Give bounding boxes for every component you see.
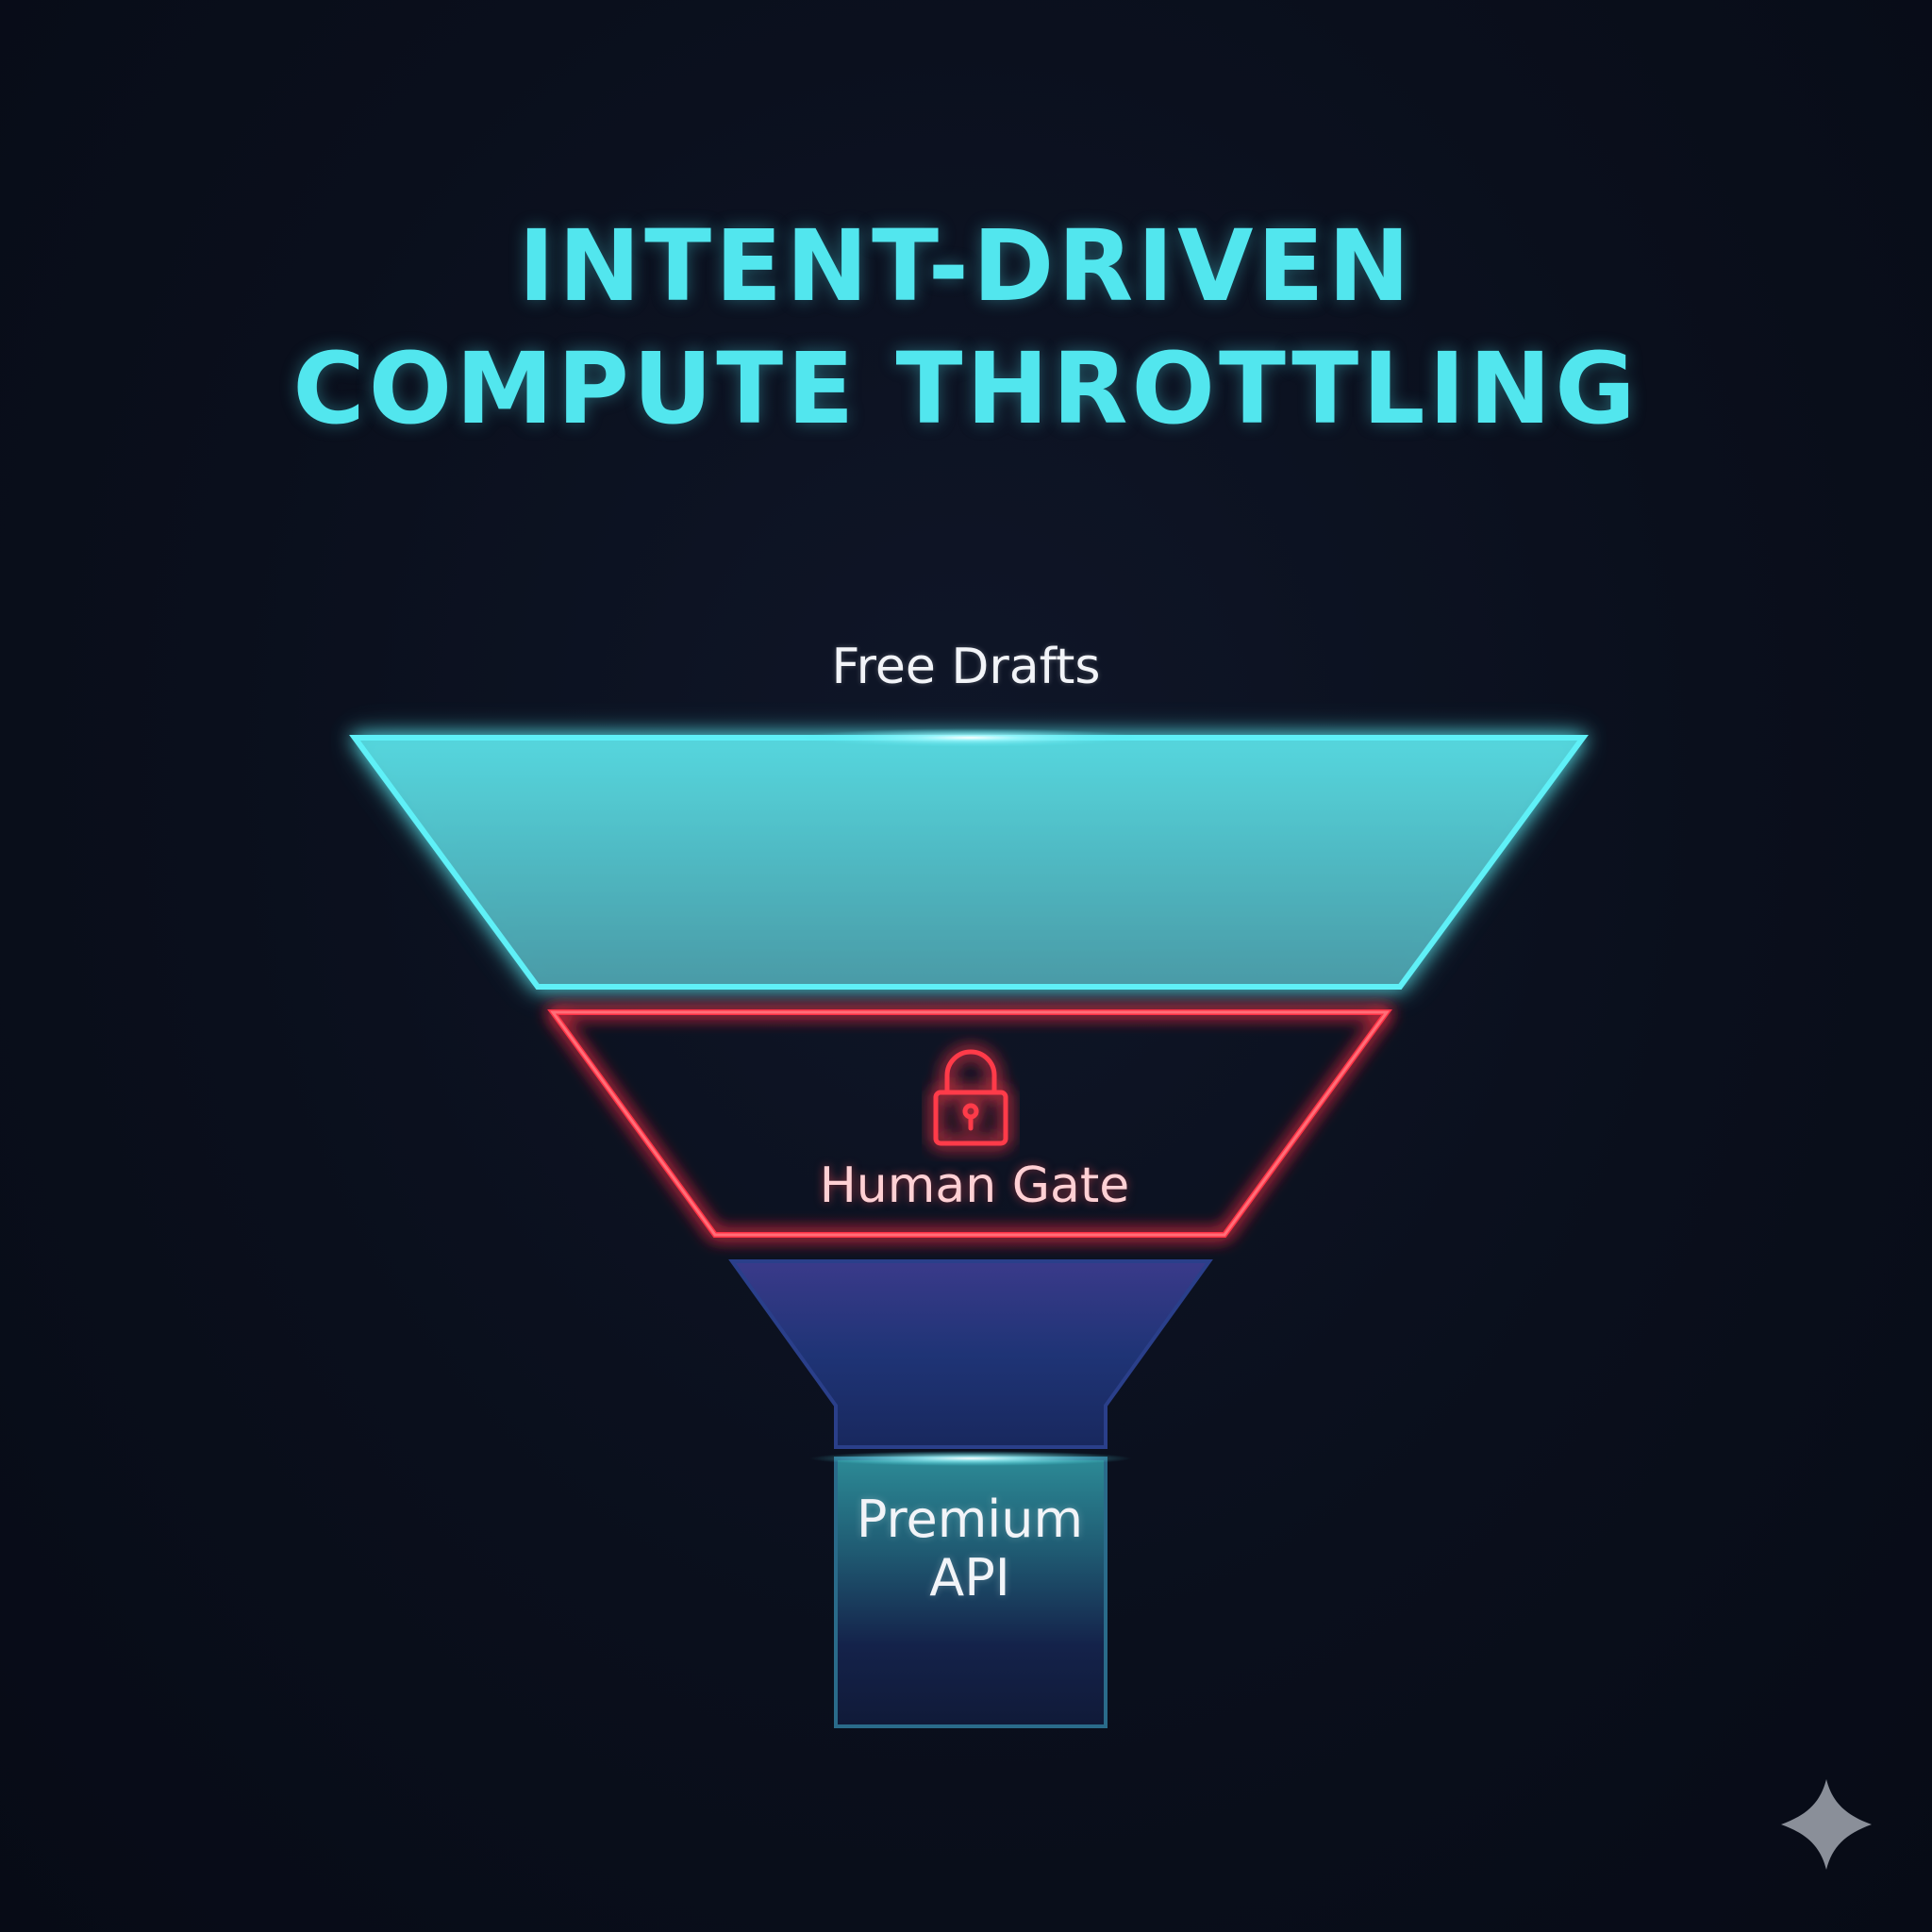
sparkle-icon bbox=[1781, 1779, 1872, 1870]
free-drafts-label: Free Drafts bbox=[831, 639, 1101, 695]
premium-api-label-line-2: API bbox=[929, 1548, 1010, 1608]
premium-api-label: Premium API bbox=[838, 1490, 1102, 1608]
funnel-stage-neck bbox=[728, 1259, 1213, 1449]
premium-glow-flare bbox=[810, 1451, 1131, 1466]
funnel-stage-free-drafts bbox=[349, 728, 1589, 990]
lock-icon bbox=[933, 1049, 1008, 1146]
top-glow-flare bbox=[800, 728, 1140, 747]
funnel-stage-human-gate bbox=[547, 1009, 1392, 1238]
page-title-line-2: COMPUTE THROTTLING bbox=[292, 331, 1640, 446]
human-gate-label: Human Gate bbox=[819, 1158, 1130, 1214]
premium-api-label-line-1: Premium bbox=[856, 1490, 1084, 1549]
page-title-line-1: INTENT-DRIVEN bbox=[518, 208, 1414, 324]
funnel-stage-premium-api bbox=[810, 1451, 1131, 1728]
